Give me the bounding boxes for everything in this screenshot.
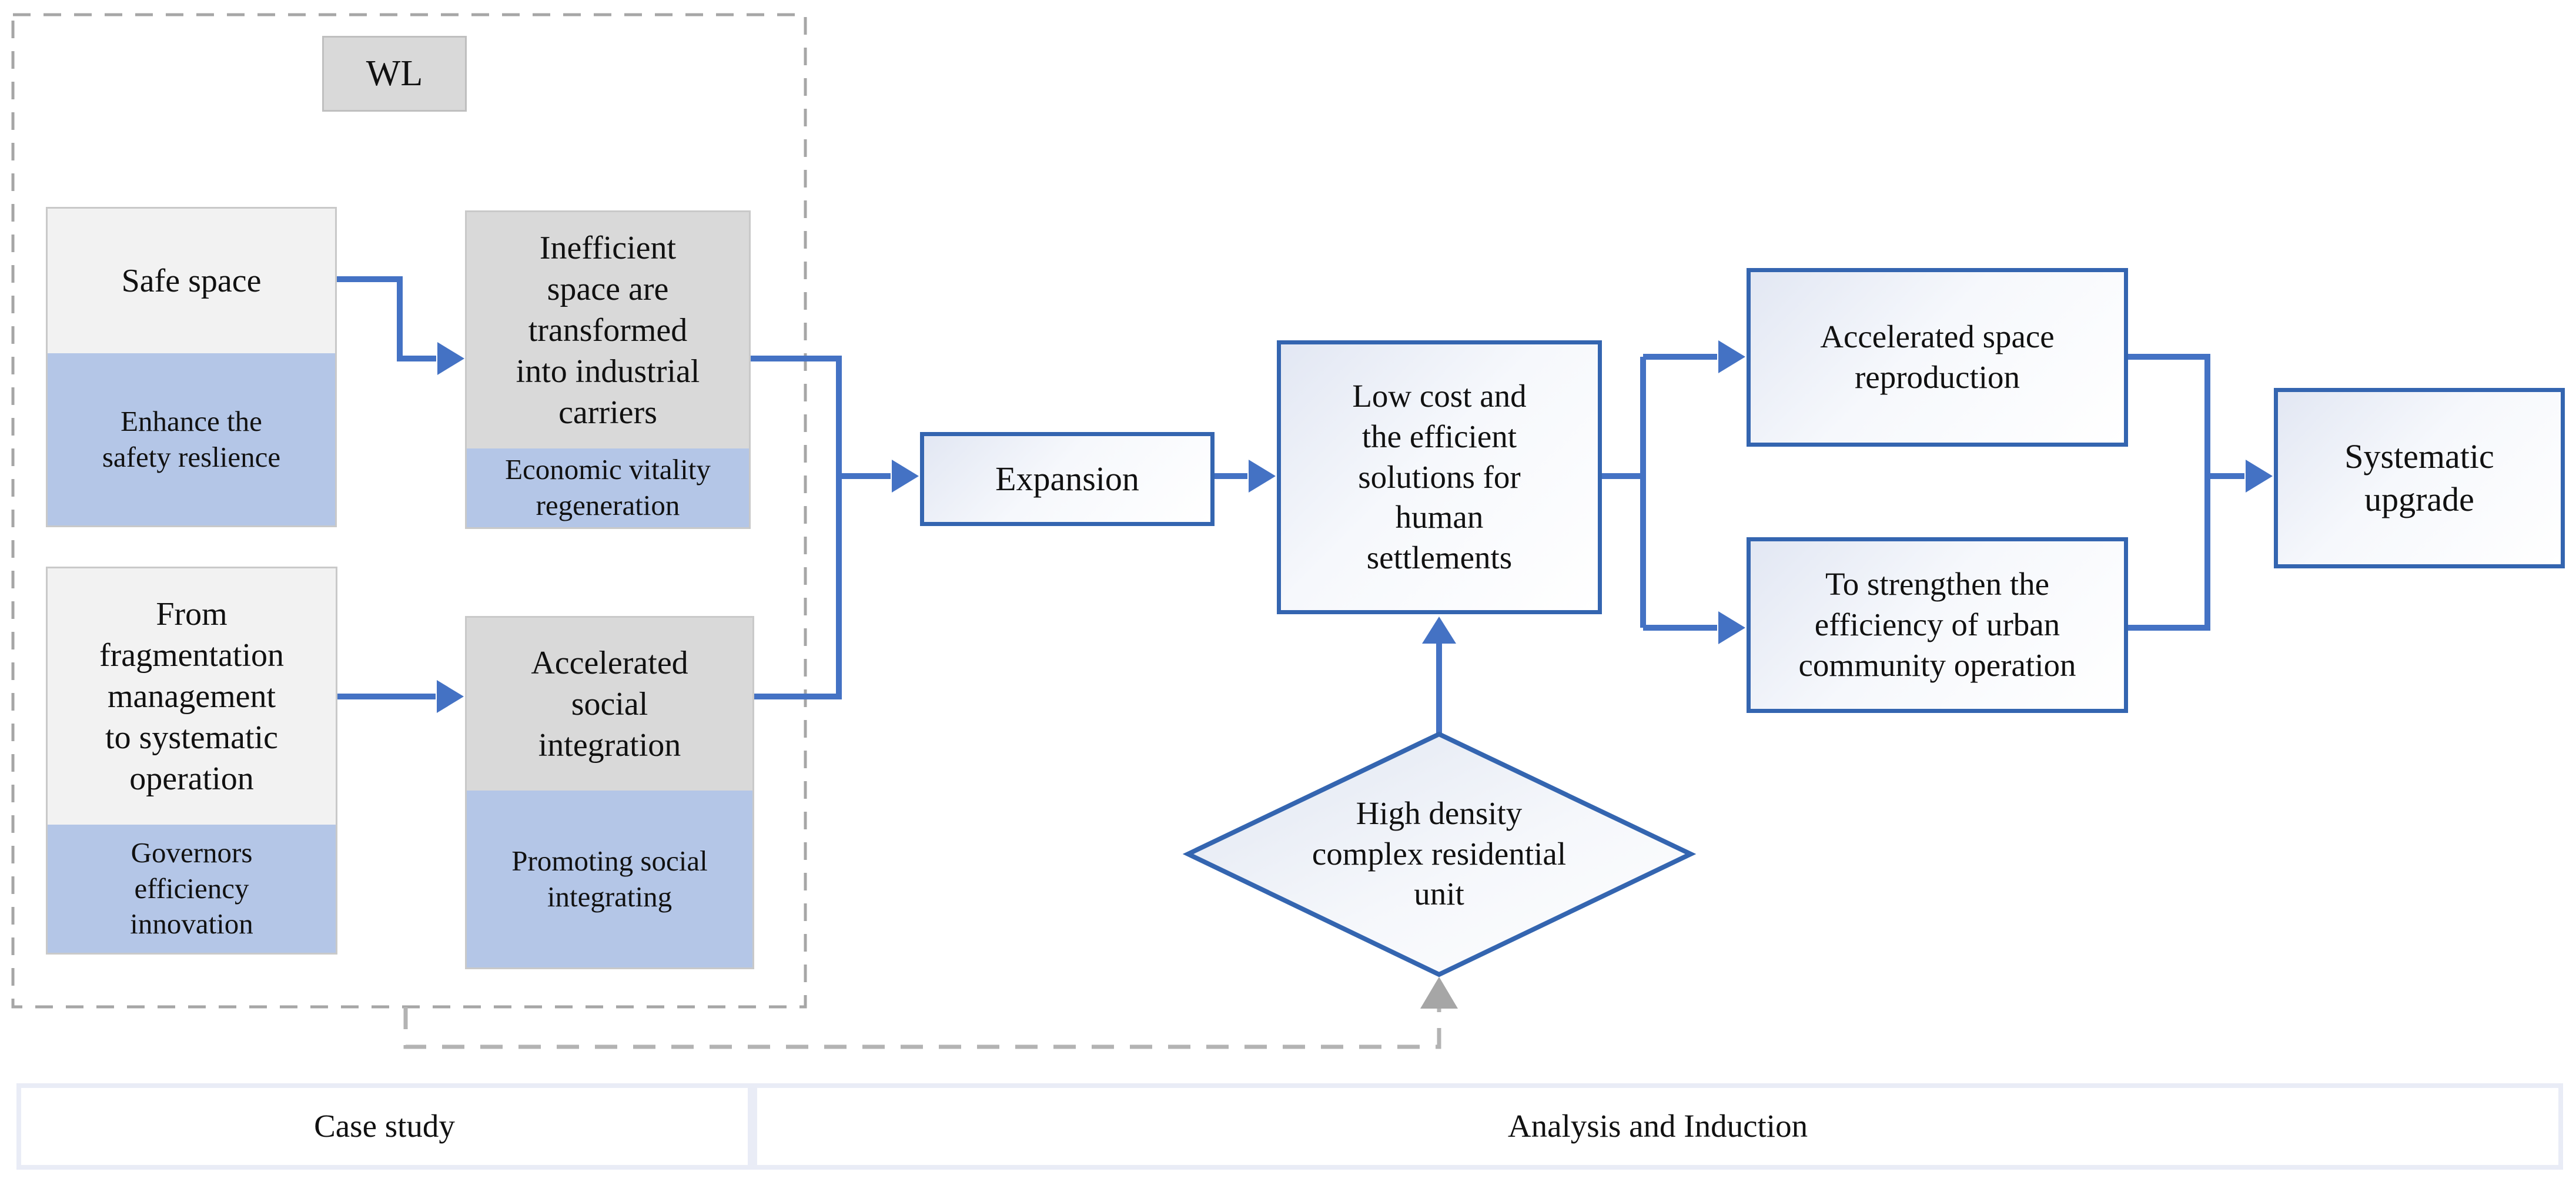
connector-right-merge	[2128, 354, 2210, 631]
decision-diamond-shape	[1182, 731, 1697, 977]
phase-cell-analysis-induction: Analysis and Induction	[757, 1088, 2558, 1165]
safe-space-subtitle-section: Enhance the safety reslience	[48, 353, 335, 525]
node-systematic-upgrade: Systematic upgrade	[2274, 388, 2565, 568]
fragmentation-title-section: From fragmentation management to systema…	[48, 568, 336, 825]
arrowhead-into-inefficient	[437, 342, 464, 375]
node-social-integration: Accelerated social integration Promoting…	[465, 616, 754, 969]
dashed-connector-to-diamond	[403, 1007, 1441, 1049]
arrowhead-into-expansion	[892, 460, 919, 493]
social-title-section: Accelerated social integration	[467, 618, 752, 791]
space-reproduction-label: Accelerated space reproduction	[1820, 319, 2055, 395]
gray-arrowhead-up	[1420, 977, 1458, 1009]
connector-merge-left	[751, 356, 842, 699]
decision-diamond-label: High density complex residential unit	[1312, 795, 1567, 912]
inefficient-subtitle: Economic vitality regeneration	[505, 453, 711, 521]
inefficient-subtitle-section: Economic vitality regeneration	[467, 448, 749, 527]
expansion-label: Expansion	[995, 459, 1139, 498]
systematic-upgrade-label: Systematic upgrade	[2344, 437, 2494, 518]
node-fragmentation: From fragmentation management to systema…	[46, 567, 337, 955]
arrowhead-into-community-operation	[1718, 611, 1745, 644]
node-space-reproduction: Accelerated space reproduction	[1747, 268, 2128, 447]
wl-label-box: WL	[322, 36, 467, 112]
wl-label: WL	[366, 53, 423, 93]
dashed-container-border	[11, 13, 807, 1009]
node-expansion: Expansion	[920, 432, 1215, 526]
arrowhead-up-into-lowcost	[1422, 617, 1456, 644]
arrowhead-into-systematic	[2246, 460, 2273, 493]
safe-space-title-section: Safe space	[48, 209, 335, 353]
decision-diamond-label-wrap: High density complex residential unit	[1270, 781, 1608, 927]
arrowhead-into-lowcost	[1249, 460, 1276, 493]
social-title: Accelerated social integration	[531, 645, 688, 764]
phase-bar: Case study Analysis and Induction	[16, 1083, 2563, 1170]
fragmentation-title: From fragmentation management to systema…	[99, 596, 285, 797]
inefficient-title-section: Inefficient space are transformed into i…	[467, 212, 749, 448]
community-operation-label: To strengthen the efficiency of urban co…	[1798, 566, 2076, 683]
phase-cell-case-study: Case study	[21, 1088, 748, 1165]
safe-space-title: Safe space	[121, 263, 262, 299]
social-subtitle-section: Promoting social integrating	[467, 791, 752, 967]
node-community-operation: To strengthen the efficiency of urban co…	[1747, 537, 2128, 713]
connector-safe-to-inefficient	[337, 276, 436, 361]
connector-lowcost-branch	[1602, 354, 1717, 631]
node-safe-space: Safe space Enhance the safety reslience	[46, 207, 337, 527]
fragmentation-subtitle: Governors efficiency innovation	[130, 836, 253, 940]
arrowhead-into-social	[437, 680, 464, 713]
inefficient-title: Inefficient space are transformed into i…	[516, 230, 700, 431]
safe-space-subtitle: Enhance the safety reslience	[102, 404, 281, 473]
node-inefficient-space: Inefficient space are transformed into i…	[465, 210, 751, 529]
low-cost-label: Low cost and the efficient solutions for…	[1352, 378, 1527, 576]
arrowhead-into-space-reproduction	[1718, 340, 1745, 373]
node-low-cost-solutions: Low cost and the efficient solutions for…	[1277, 340, 1602, 614]
phase-label-analysis-induction: Analysis and Induction	[1507, 1108, 1808, 1144]
phase-label-case-study: Case study	[314, 1108, 455, 1144]
fragmentation-subtitle-section: Governors efficiency innovation	[48, 825, 336, 953]
social-subtitle: Promoting social integrating	[511, 844, 708, 913]
